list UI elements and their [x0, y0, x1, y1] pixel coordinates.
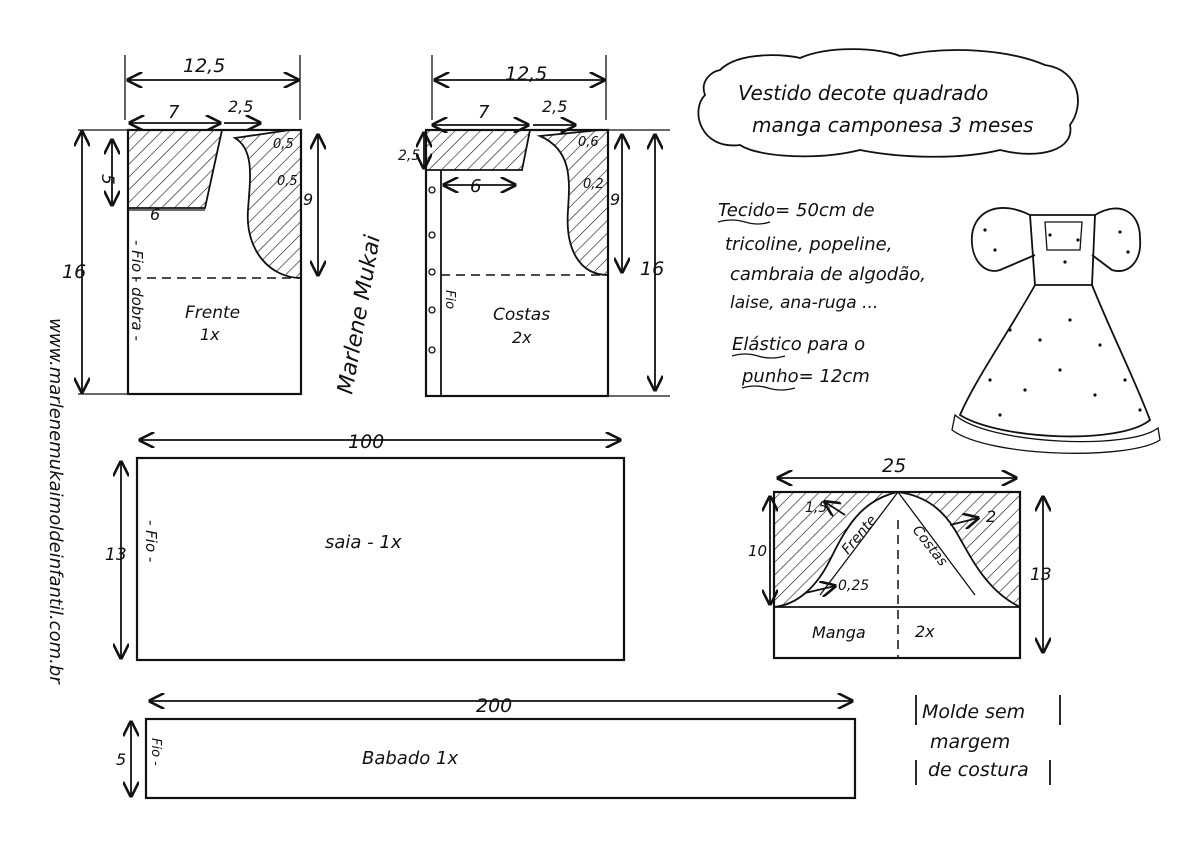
front-neck-width-value: 7	[168, 102, 180, 123]
skirt-piece	[121, 440, 626, 662]
sleeve-lower-offset-value: 0,25	[838, 578, 869, 594]
website-url: www.marlenemukaimoldeinfantil.com.br	[45, 318, 66, 685]
fabric-note-line-1: Tecido= 50cm de	[718, 200, 875, 221]
back-grain-label: Fio	[442, 290, 457, 309]
front-width-value: 12,5	[183, 55, 225, 77]
back-armhole-height-value: 9	[610, 190, 620, 209]
back-piece-label: Costas	[493, 305, 550, 325]
back-neck-depth-value: 2,5	[398, 148, 420, 164]
fabric-notes: Tecido= 50cm de tricoline, popeline, cam…	[717, 200, 926, 391]
back-piece-qty: 2x	[512, 328, 532, 347]
front-armhole-in-value: 0,5	[277, 174, 298, 189]
elastic-note-line-1: Elástico para o	[732, 334, 865, 355]
sleeve-width-value: 25	[882, 455, 906, 477]
sleeve-back-offset-value: 2	[986, 507, 996, 526]
front-neck-depth-value: 5	[97, 174, 117, 185]
sleeve-front-offset-value: 1,5	[805, 500, 827, 516]
signature: Marlene Mukai	[333, 233, 386, 396]
title-line-1: Vestido decote quadrado	[738, 81, 988, 105]
back-height-value: 16	[640, 258, 664, 280]
skirt-label: saia - 1x	[325, 532, 402, 553]
no-seam-line-2: margem	[930, 731, 1010, 753]
back-dimensions	[424, 55, 670, 397]
front-shoulder-drop-value: 0,5	[273, 137, 294, 152]
fabric-note-line-4: laise, ana-ruga ...	[730, 293, 878, 313]
front-height-value: 16	[62, 261, 86, 283]
skirt-grain-label: - Fio -	[142, 520, 160, 562]
back-bodice-piece	[424, 128, 610, 398]
fabric-note-line-3: cambraia de algodão,	[730, 264, 926, 285]
sleeve-cap-height-value: 10	[748, 542, 767, 560]
front-dimensions	[78, 55, 318, 395]
back-neck-width-value: 7	[478, 102, 490, 123]
elastic-note-line-2: punho= 12cm	[741, 366, 870, 387]
front-grain-label: - Fio - dobra -	[128, 240, 146, 341]
title-line-2: manga camponesa 3 meses	[752, 113, 1033, 137]
back-width-value: 12,5	[505, 63, 547, 85]
no-seam-note: Molde sem margem de costura	[915, 695, 1061, 785]
ruffle-label: Babado 1x	[362, 748, 458, 769]
title-cloud	[697, 48, 1079, 158]
back-shoulder-drop-value: 0,6	[578, 135, 599, 150]
back-armhole-in-value: 0,2	[583, 177, 604, 192]
ruffle-grain-label: Fio -	[148, 738, 163, 766]
fabric-note-line-2: tricoline, popeline,	[725, 234, 892, 255]
sleeve-height-value: 13	[1030, 565, 1052, 585]
sleeve-label: Manga	[812, 623, 866, 642]
dress-illustration	[951, 207, 1161, 454]
no-seam-line-1: Molde sem	[922, 701, 1025, 723]
front-bodice-piece	[126, 128, 303, 396]
front-shoulder-value: 2,5	[228, 97, 253, 116]
no-seam-line-3: de costura	[928, 759, 1029, 781]
front-armhole-height-value: 9	[303, 190, 313, 209]
ruffle-piece	[131, 701, 857, 800]
skirt-width-value: 100	[348, 431, 384, 453]
skirt-height-value: 13	[105, 545, 127, 565]
back-shoulder-value: 2,5	[542, 97, 567, 116]
ruffle-width-value: 200	[476, 695, 512, 717]
front-piece-qty: 1x	[200, 325, 220, 344]
front-neck-base-value: 6	[150, 205, 160, 224]
sleeve-qty: 2x	[915, 622, 935, 641]
ruffle-height-value: 5	[116, 750, 126, 769]
sleeve-piece	[770, 478, 1043, 660]
front-piece-label: Frente	[185, 303, 240, 323]
back-neck-base-value: 6	[470, 176, 481, 197]
